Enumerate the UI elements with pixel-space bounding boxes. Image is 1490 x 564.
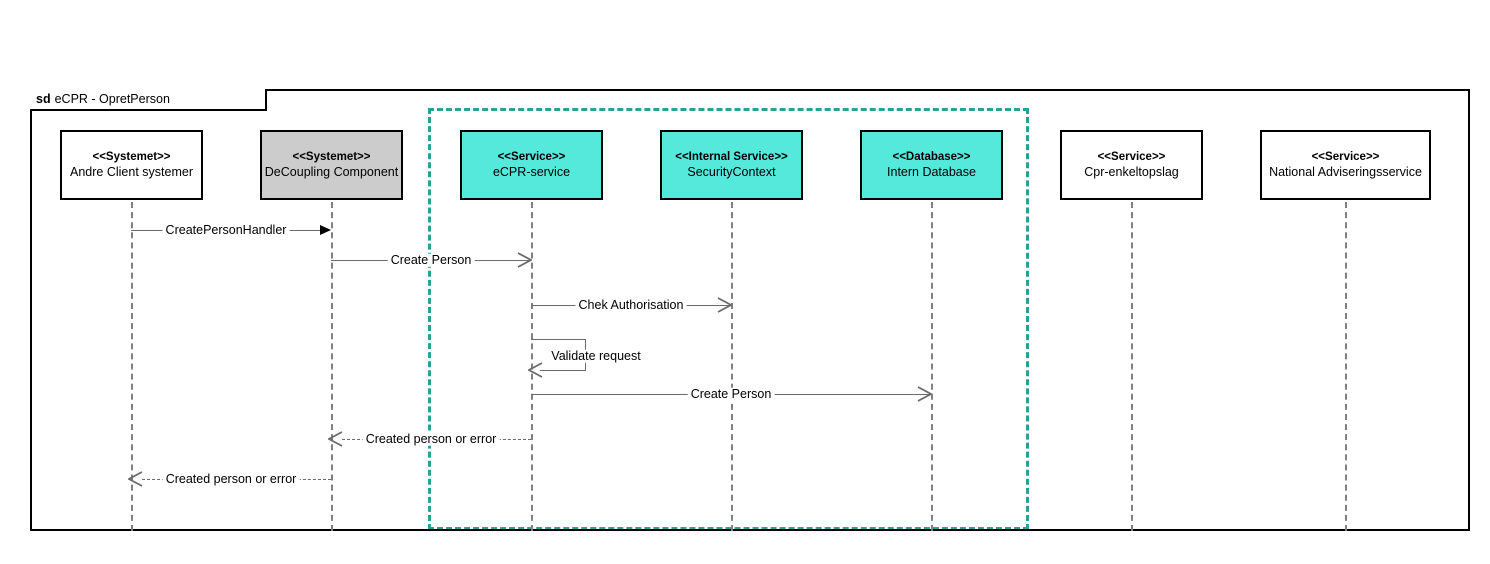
participant-decoupling-component[interactable]: <<Systemet>> DeCoupling Component [260, 130, 406, 203]
participant-intern-database[interactable]: <<Database>> Intern Database [860, 130, 1006, 203]
message-label-chek-authorisation: Chek Authorisation [575, 299, 687, 312]
lifeline-decoupling-component [331, 202, 333, 531]
participant-name: Andre Client systemer [70, 165, 193, 180]
message-label-validate-request: Validate request [548, 350, 644, 363]
participant-stereotype: <<Systemet>> [292, 150, 371, 163]
self-message-top-validate-request [531, 339, 586, 340]
participant-name: National Adviseringsservice [1269, 165, 1422, 180]
message-label-created-person-or-error-2: Created person or error [162, 473, 300, 486]
participant-stereotype: <<Internal Service>> [675, 150, 788, 163]
participant-stereotype: <<Systemet>> [92, 150, 171, 163]
arrowhead-open-chek-authorisation [717, 297, 732, 313]
sd-frame-title: sd eCPR - OpretPerson [30, 89, 267, 111]
arrowhead-open-created-person-or-error-1 [328, 431, 343, 447]
participant-stereotype: <<Database>> [892, 150, 971, 163]
participant-stereotype: <<Service>> [1311, 150, 1380, 163]
sd-title-text: eCPR - OpretPerson [54, 92, 170, 106]
sd-frame-border [30, 89, 1470, 531]
sd-keyword: sd [36, 92, 51, 106]
participant-stereotype: <<Service>> [497, 150, 566, 163]
message-label-createpersonhandler: CreatePersonHandler [162, 224, 290, 237]
arrowhead-open-created-person-or-error-2 [128, 471, 143, 487]
arrowhead-open-create-person-1 [517, 252, 532, 268]
arrowhead-open-validate-request [528, 362, 543, 378]
participant-ecpr-service[interactable]: <<Service>> eCPR-service [460, 130, 606, 203]
participant-name: SecurityContext [687, 165, 776, 180]
participant-name: eCPR-service [492, 165, 571, 180]
lifeline-national-adviseringsservice [1345, 202, 1347, 531]
lifeline-andre-client-systemer [131, 202, 133, 531]
message-label-create-person-2: Create Person [687, 388, 775, 401]
arrowhead-filled-createpersonhandler [320, 224, 331, 235]
participant-name: Intern Database [887, 165, 976, 180]
lifeline-ecpr-service [531, 202, 533, 531]
participant-national-adviseringsservice[interactable]: <<Service>> National Adviseringsservice [1260, 130, 1434, 203]
participant-securitycontext[interactable]: <<Internal Service>> SecurityContext [660, 130, 806, 203]
arrowhead-open-create-person-2 [917, 386, 932, 402]
self-message-bottom-validate-request [540, 370, 586, 371]
message-label-created-person-or-error-1: Created person or error [362, 433, 500, 446]
participant-cpr-enkeltopslag[interactable]: <<Service>> Cpr-enkeltopslag [1060, 130, 1206, 203]
participant-stereotype: <<Service>> [1097, 150, 1166, 163]
teal-boundary-region [428, 108, 1029, 530]
lifeline-securitycontext [731, 202, 733, 531]
lifeline-cpr-enkeltopslag [1131, 202, 1133, 531]
lifeline-intern-database [931, 202, 933, 531]
message-label-create-person-1: Create Person [387, 254, 475, 267]
participant-name: DeCoupling Component [264, 165, 399, 180]
participant-name: Cpr-enkeltopslag [1084, 165, 1179, 180]
participant-andre-client-systemer[interactable]: <<Systemet>> Andre Client systemer [60, 130, 206, 203]
